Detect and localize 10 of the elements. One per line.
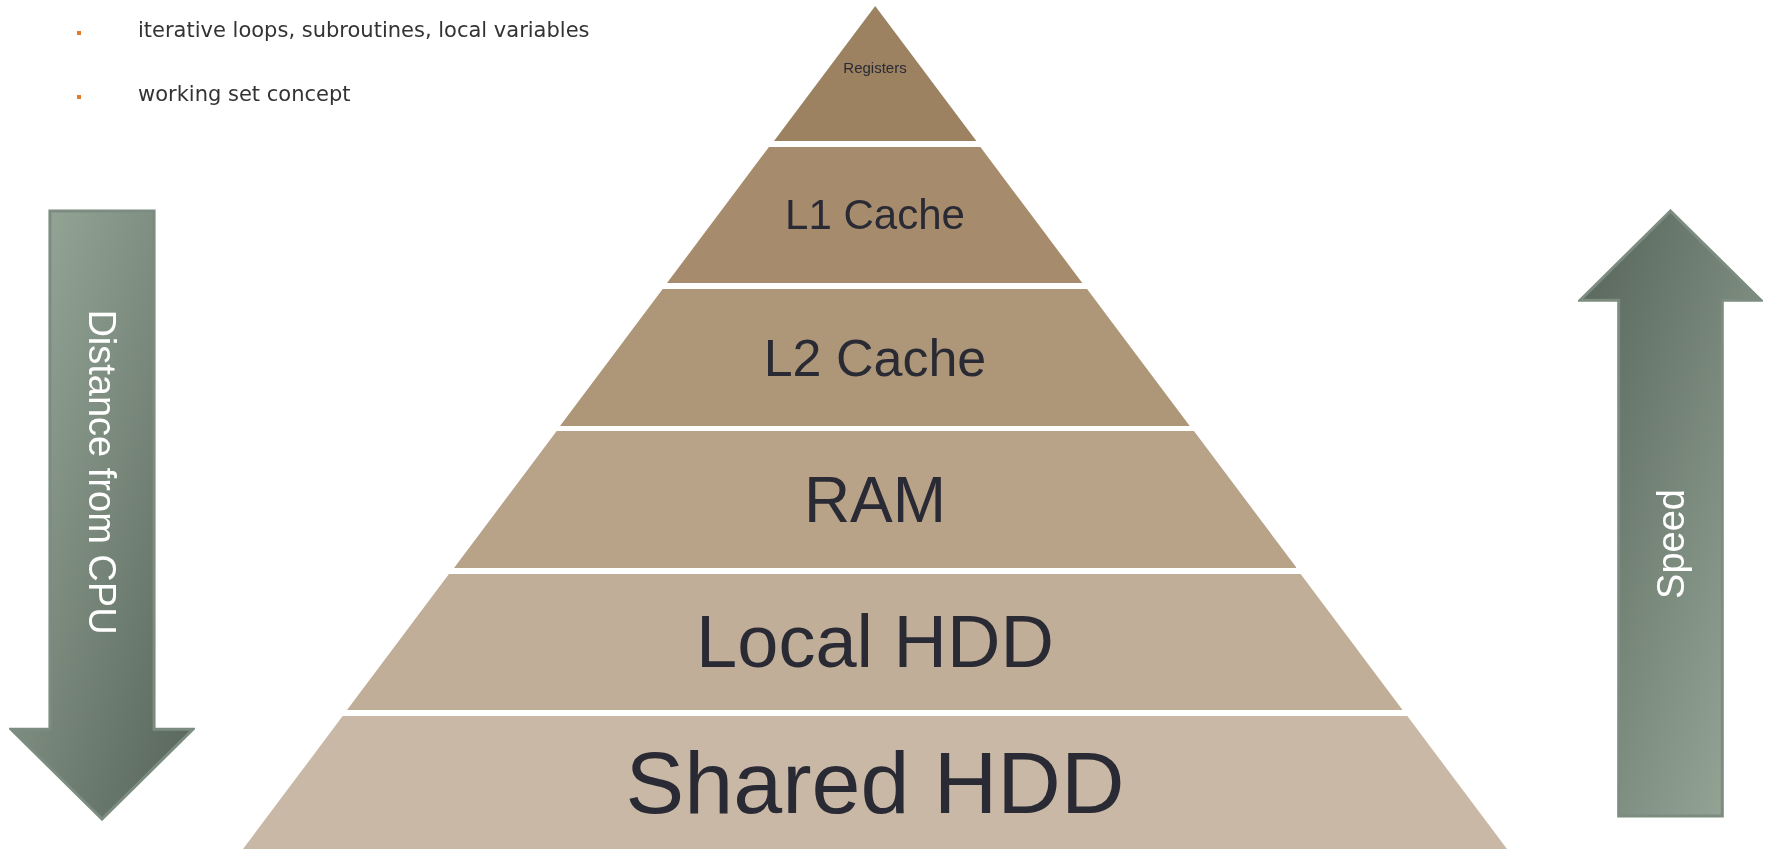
tier-label: L2 Cache [763,331,987,384]
tier-label: Shared HDD [625,738,1125,827]
arrow-label: Distance from CPU [83,309,121,635]
arrow-label: Speed [1651,489,1690,599]
bullet-text: iterative loops, subroutines, local variables [138,18,590,42]
tier-label: RAM [803,467,947,532]
bullet-text: working set concept [138,82,351,106]
tier-label: Local HDD [696,605,1054,679]
tier-label: Registers [843,59,907,75]
tier-label: L1 Cache [785,194,965,236]
